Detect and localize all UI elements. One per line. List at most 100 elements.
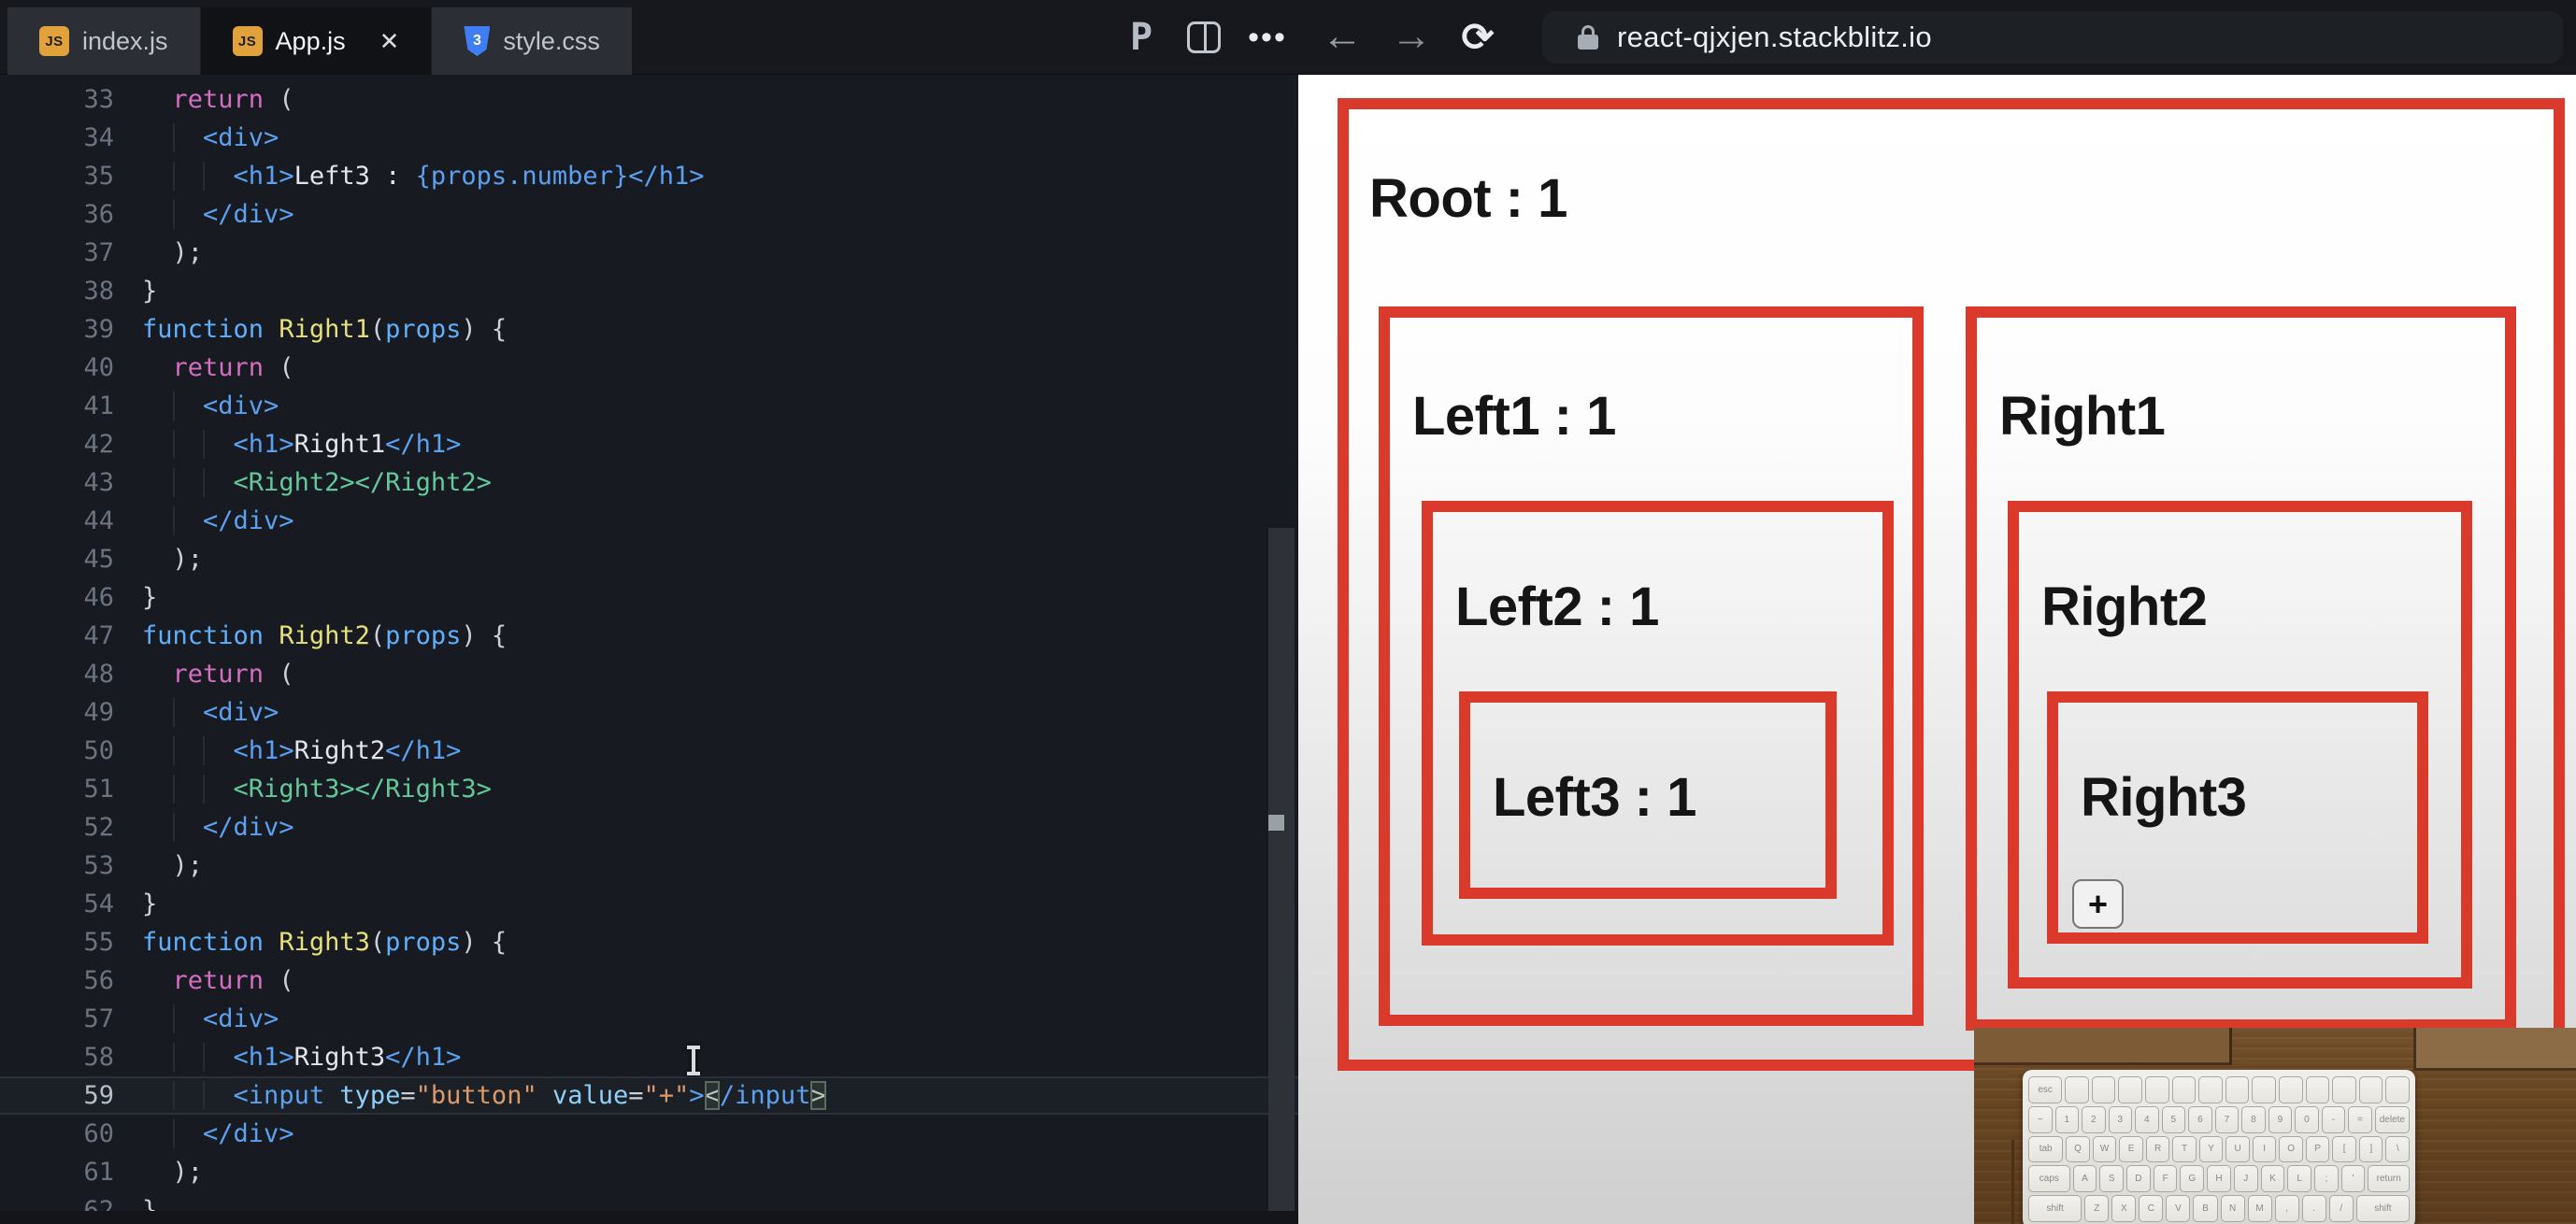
keyboard-key: [ [2332,1135,2356,1163]
code-line-48[interactable]: 48 return ( [0,655,1298,693]
code-text: <div> [142,123,279,152]
code-line-40[interactable]: 40 return ( [0,349,1298,387]
keyboard-key [2225,1076,2250,1103]
keyboard-key: I [2252,1135,2277,1163]
line-number: 43 [83,468,114,497]
code-text: </div> [142,506,294,535]
line-number: 46 [83,583,114,612]
code-text: return ( [172,660,294,689]
code-line-56[interactable]: 56 return ( [0,961,1298,1000]
line-number: 37 [83,238,114,267]
code-line-33[interactable]: 33 return ( [0,80,1298,119]
code-text: <h1>Right1</h1> [142,430,462,459]
code-editor[interactable]: 33 return (34 <div>35 <h1>Left3 : {props… [0,75,1298,1224]
editor-vertical-scrollbar[interactable] [1268,528,1295,1224]
line-number: 41 [83,391,114,420]
code-line-51[interactable]: 51 <Right3></Right3> [0,770,1298,808]
line-number: 38 [83,277,114,306]
code-line-43[interactable]: 43 <Right2></Right2> [0,463,1298,502]
tab-label: App.js [275,26,346,55]
code-line-59[interactable]: 59 <input type="button" value="+"></inpu… [0,1076,1298,1115]
line-number: 39 [83,315,114,344]
code-line-37[interactable]: 37 ); [0,234,1298,272]
tab-label: style.css [503,26,600,55]
keyboard-key: J [2233,1165,2258,1193]
keyboard-key: 2 [2082,1105,2106,1133]
line-number: 52 [83,813,114,842]
component-heading: Root : 1 [1369,168,1567,229]
url-bar[interactable]: react-qjxjen.stackblitz.io [1542,11,2563,64]
code-text: } [142,890,158,918]
line-number: 56 [83,966,114,995]
keyboard-key: B [2193,1195,2218,1222]
code-line-38[interactable]: 38} [0,272,1298,310]
editor-horizontal-scrollbar[interactable] [0,1211,1298,1224]
prettier-icon[interactable]: P [1129,16,1153,59]
reload-button[interactable]: ⟳ [1461,14,1495,59]
more-options-icon[interactable]: ••• [1248,19,1287,55]
code-line-57[interactable]: 57 <div> [0,1000,1298,1038]
component-box-left1: Left1 : 1 [1379,306,1924,1026]
code-line-44[interactable]: 44 </div> [0,502,1298,540]
code-line-46[interactable]: 46} [0,578,1298,617]
code-line-49[interactable]: 49 <div> [0,693,1298,732]
code-line-50[interactable]: 50 <h1>Right2</h1> [0,732,1298,770]
code-line-52[interactable]: 52 </div> [0,808,1298,847]
component-box-right2: Right2 [2008,501,2472,989]
split-view-icon[interactable] [1187,21,1221,53]
keyboard-key: 6 [2188,1105,2212,1133]
keyboard-key: tab [2028,1135,2064,1163]
code-text: <h1>Right2</h1> [142,736,462,765]
code-line-61[interactable]: 61 ); [0,1153,1298,1191]
tab-app-js[interactable]: JS App.js ✕ [199,7,432,75]
keyboard-key: E [2119,1135,2143,1163]
keyboard-key: 4 [2135,1105,2159,1133]
code-line-34[interactable]: 34 <div> [0,119,1298,157]
code-line-58[interactable]: 58 <h1>Right3</h1> [0,1038,1298,1076]
code-line-54[interactable]: 54} [0,885,1298,923]
keyboard-key [2171,1076,2197,1103]
code-line-35[interactable]: 35 <h1>Left3 : {props.number}</h1> [0,157,1298,195]
code-line-53[interactable]: 53 ); [0,847,1298,885]
keyboard-key: R [2145,1135,2170,1163]
keyboard-key: ~ [2028,1105,2053,1133]
code-text: } [142,277,158,306]
keyboard-key: ' [2340,1165,2366,1193]
code-text: <Right3></Right3> [142,775,492,804]
code-line-42[interactable]: 42 <h1>Right1</h1> [0,425,1298,463]
component-box-left2: Left2 : 1 [1422,501,1894,946]
code-line-36[interactable]: 36 </div> [0,195,1298,234]
css-file-icon: 3 [464,26,491,56]
increment-button[interactable]: + [2072,879,2124,929]
keyboard-key: Q [2066,1135,2090,1163]
close-tab-icon[interactable]: ✕ [379,26,400,55]
code-text: function Right3(props) { [142,928,508,957]
line-number: 50 [83,736,114,765]
code-text: function Right1(props) { [142,315,508,344]
code-line-45[interactable]: 45 ); [0,540,1298,578]
keyboard-key: D [2126,1165,2151,1193]
line-number: 35 [83,162,114,191]
code-line-60[interactable]: 60 </div> [0,1115,1298,1153]
keyboard-key: P [2305,1135,2330,1163]
forward-button[interactable]: → [1391,13,1432,59]
back-button[interactable]: ← [1322,13,1363,59]
code-line-39[interactable]: 39 function Right1(props) { [0,310,1298,349]
keyboard-key: N [2220,1195,2245,1222]
keyboard-key [2145,1076,2169,1103]
keyboard-key [2332,1076,2356,1103]
js-file-icon: JS [232,26,263,56]
code-text: <div> [142,1004,279,1033]
keyboard-key: V [2166,1195,2191,1222]
tab-style-css[interactable]: 3 style.css [431,7,632,75]
code-line-41[interactable]: 41 <div> [0,387,1298,425]
component-heading: Left3 : 1 [1493,767,1696,828]
keyboard-key: 5 [2161,1105,2186,1133]
